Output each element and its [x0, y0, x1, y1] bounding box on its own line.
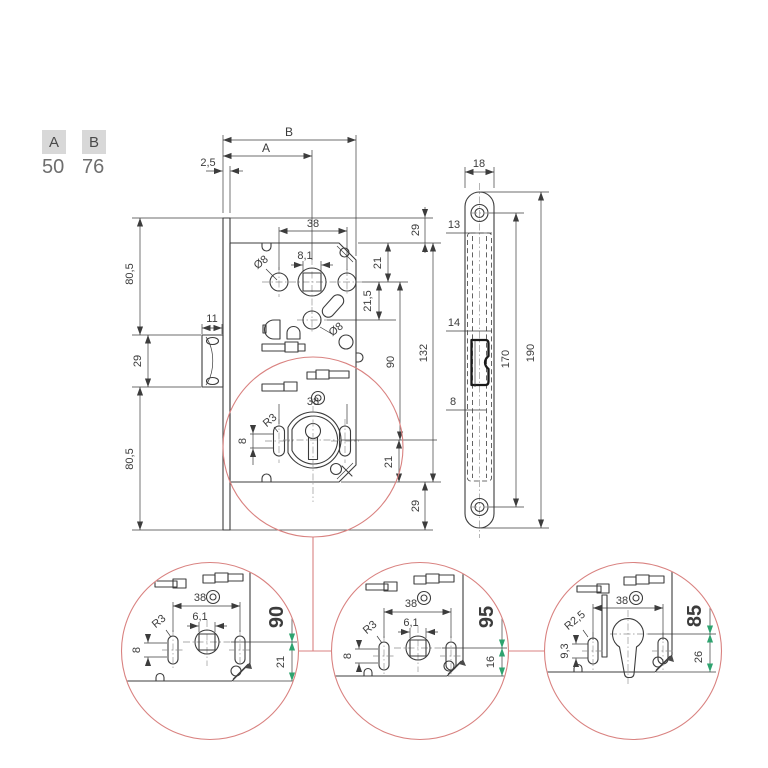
dim-key-to-edge: 21: [383, 456, 395, 468]
detail3-dim-centre: 85: [684, 605, 706, 627]
zoom-annotations: [120, 356, 723, 741]
dim-body-to-latch: 14: [448, 317, 460, 329]
latch-opening: [470, 338, 490, 387]
dim-latch-width: 11: [206, 313, 217, 325]
dim-top-holes: 38: [307, 218, 319, 230]
screw-hole-bottom: [470, 497, 489, 517]
detail1-dim-holes: 38: [194, 592, 206, 604]
dim-bottom-holes: 38: [307, 396, 319, 408]
detail1-square-spindle: [198, 633, 216, 651]
dim-screw-centres: 170: [500, 350, 512, 368]
detail2-dim-slot-radius: R3: [361, 619, 379, 637]
small-hole: [338, 334, 354, 350]
dim-edge-to-spindle: 21: [372, 257, 384, 269]
legend-key-a: A: [42, 130, 66, 154]
dim-screw-to-body: 13: [448, 219, 460, 231]
guide-hole: [310, 390, 326, 406]
fixing-hole-left: [269, 272, 289, 292]
top-edge-notch: [261, 242, 272, 252]
oval-slot-right: [338, 425, 352, 457]
detail1-dim-spindle: 6,1: [192, 611, 207, 623]
detail2-dim-holes: 38: [405, 598, 417, 610]
dim-spindle: 8,1: [297, 250, 312, 262]
bottom-edge-notch: [261, 473, 272, 483]
detail3-dim-bottom: 26: [693, 651, 705, 663]
detail2-dim-slot-width: 8: [342, 653, 354, 659]
detail3-dim-holes: 38: [616, 595, 628, 607]
oval-slot-left: [272, 425, 286, 457]
detail2-square-spindle: [409, 639, 427, 657]
zoom-circle-90: [120, 561, 300, 741]
detail3-dim-slot-width: 9,3: [559, 643, 571, 658]
detail-view-90: 38 6,1 R3 8 90 21: [122, 563, 297, 682]
detail-view-95: 38 6,1 R3 8 95 16: [332, 563, 507, 677]
dim-plate-width: 18: [473, 158, 485, 170]
dim-b-label: B: [285, 125, 293, 139]
detail3-slide-bar: [601, 594, 608, 658]
detail2-dim-bottom: 16: [485, 656, 497, 668]
wc-keyhole: [287, 411, 342, 469]
detail2-dim-centre: 95: [476, 606, 498, 628]
dim-dia-left: Ø8: [252, 253, 271, 271]
dim-margin-bottom: 29: [410, 500, 422, 512]
euro-cylinder-hole: [611, 618, 645, 679]
detail1-dim-bottom: 21: [275, 656, 287, 668]
spindle-follower: [297, 267, 327, 297]
corner-notch: [339, 247, 350, 258]
mechanism-parts: [261, 319, 350, 392]
dim-latch-to-body: 8: [450, 396, 456, 408]
dim-centre: 90: [385, 356, 397, 368]
dim-spindle-to-aux: 21,5: [362, 290, 374, 311]
dim-plate-offset: 2,5: [200, 157, 215, 169]
dim-plate-lower: 80,5: [124, 448, 136, 469]
detail3-dim-slot-radius: R2,5: [562, 609, 588, 633]
dim-plate-height: 190: [525, 344, 537, 362]
side-tab: [355, 352, 364, 363]
faceplate-side: [464, 191, 495, 529]
legend-col-a: A 50: [42, 130, 66, 177]
detail1-dim-centre: 90: [266, 606, 288, 628]
legend-value-b: 76: [82, 156, 105, 178]
zoom-circle-85: [543, 561, 723, 741]
aux-hole: [302, 310, 322, 330]
latch-bolt: [201, 334, 224, 388]
zoom-circle-95: [330, 561, 510, 741]
detail-view-85: 38 R2,5 9,3 85 26: [545, 563, 716, 684]
dim-body-height: 132: [418, 344, 430, 362]
square-spindle-hole: [302, 272, 322, 292]
dim-latch-height: 29: [132, 355, 144, 367]
detail2-dim-spindle: 6,1: [403, 617, 418, 629]
screw-hole-top: [470, 203, 489, 223]
kidney-slot: [321, 294, 345, 318]
legend-key-b: B: [82, 130, 106, 154]
detail1-dim-slot-width: 8: [131, 647, 143, 653]
dim-slot-width: 8: [237, 438, 249, 444]
dim-plate-upper: 80,5: [124, 263, 136, 284]
detail1-spindle-follower: [194, 629, 220, 655]
detail2-spindle-follower: [405, 635, 431, 661]
fixing-hole-right: [337, 272, 357, 292]
size-legend: A 50 B 76: [42, 130, 106, 177]
legend-value-a: 50: [42, 156, 65, 178]
front-view: B A 2,5 38 8,1 Ø8 Ø8 29 21 21,5 90 132 2…: [124, 125, 441, 531]
legend-col-b: B 76: [82, 130, 106, 177]
dim-margin-top: 29: [410, 224, 422, 236]
dim-a-label: A: [262, 141, 270, 155]
side-view: 18 13 14 8 170 190: [446, 158, 549, 538]
detail1-dim-slot-radius: R3: [150, 613, 168, 631]
faceplate-front: [222, 217, 231, 531]
corner-spring: [329, 462, 343, 476]
